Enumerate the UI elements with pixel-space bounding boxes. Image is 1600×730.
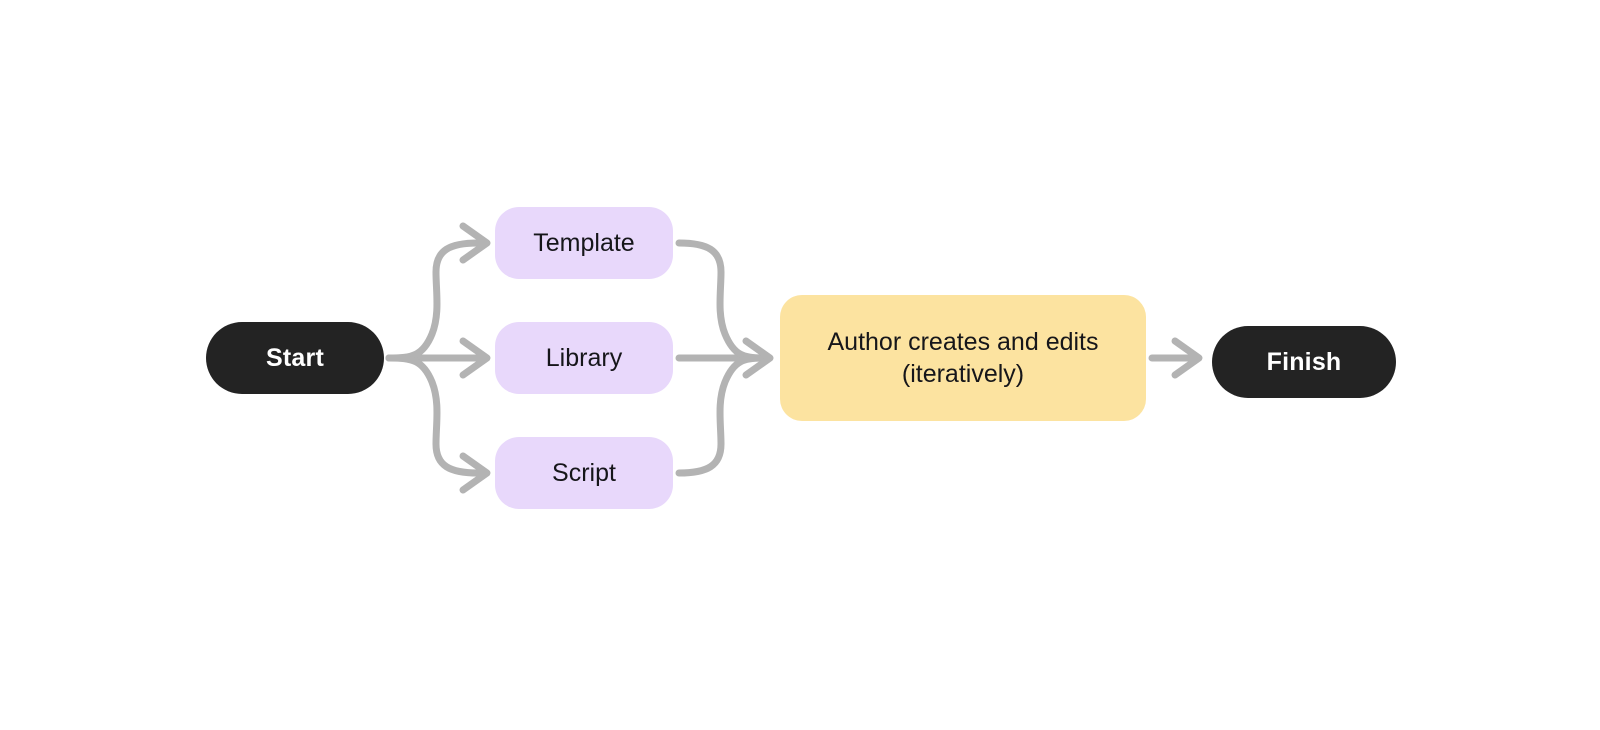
node-author-label-line1: Author creates and edits — [827, 328, 1099, 356]
edge-author-finish-arrowhead — [1171, 337, 1203, 379]
node-finish-label: Finish — [1266, 348, 1342, 376]
node-author[interactable]: Author creates and edits (iteratively) — [780, 295, 1146, 421]
edge-start-script-arrowhead — [459, 452, 491, 494]
edge-script-author — [675, 354, 766, 477]
node-template[interactable]: Template — [495, 207, 673, 279]
edge-start-template-arrowhead — [459, 222, 491, 264]
node-author-label: Author creates and edits (iteratively) — [828, 326, 1099, 390]
node-template-label: Template — [533, 229, 635, 257]
node-author-label-line2: (iteratively) — [901, 360, 1025, 388]
edge-start-template — [385, 239, 482, 362]
node-start[interactable]: Start — [206, 322, 384, 394]
node-start-label: Start — [266, 344, 324, 372]
node-library-label: Library — [545, 344, 623, 372]
edge-start-library-arrowhead — [459, 337, 491, 379]
node-library[interactable]: Library — [495, 322, 673, 394]
edge-template-author — [675, 239, 766, 362]
node-script[interactable]: Script — [495, 437, 673, 509]
node-finish[interactable]: Finish — [1212, 326, 1396, 398]
node-script-label: Script — [552, 459, 616, 487]
edge-start-script — [385, 354, 482, 477]
edge-merge-author-arrowhead — [742, 337, 774, 379]
